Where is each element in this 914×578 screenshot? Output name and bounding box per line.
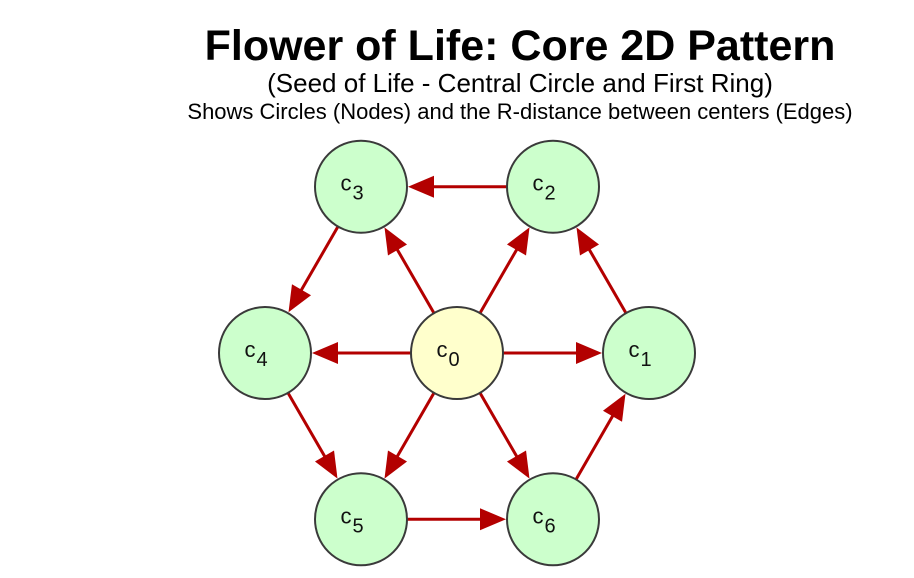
node-label-base: c: [532, 503, 543, 528]
edge-line: [587, 247, 628, 314]
edge-arrowhead: [408, 175, 434, 198]
node-label: c1: [628, 337, 651, 371]
diagram-subtitle: (Seed of Life - Central Circle and First…: [267, 68, 773, 98]
node-circle: [314, 139, 408, 234]
node-label-subscript: 0: [448, 349, 459, 371]
edge-line: [299, 225, 340, 293]
edge-c3-c4: [288, 225, 340, 313]
edge-c0-c1: [503, 342, 602, 364]
edge-c5-c6: [407, 508, 506, 531]
diagram-title: Flower of Life: Core 2D Pattern: [204, 22, 836, 70]
diagram-caption: Shows Circles (Nodes) and the R-distance…: [187, 99, 853, 124]
edge-c0-c4: [312, 342, 411, 364]
node-circle: [506, 472, 600, 567]
node-c6: c6: [506, 472, 600, 567]
edge-arrowhead: [576, 227, 600, 256]
node-c0: c0: [410, 306, 504, 400]
edge-line: [395, 247, 436, 314]
edge-c1-c2: [576, 227, 628, 314]
node-label: c3: [340, 171, 363, 205]
edges-layer: [286, 175, 628, 531]
node-label-subscript: 3: [352, 183, 363, 205]
node-circle: [506, 139, 600, 234]
edge-line: [395, 392, 436, 459]
node-circle: [314, 472, 408, 567]
edge-arrowhead: [480, 508, 506, 531]
edge-c4-c5: [286, 392, 338, 479]
edge-arrowhead: [288, 284, 312, 313]
edge-line: [478, 247, 519, 314]
node-label: c4: [244, 337, 267, 371]
node-label-base: c: [436, 337, 447, 362]
node-circle: [410, 306, 504, 400]
edge-line: [286, 392, 327, 459]
node-circle: [218, 306, 312, 400]
edge-arrowhead: [506, 450, 530, 479]
edge-arrowhead: [384, 227, 408, 256]
edge-c0-c2: [478, 227, 530, 314]
edge-c0-c3: [384, 227, 436, 314]
node-label-base: c: [340, 171, 351, 196]
node-c3: c3: [314, 139, 408, 234]
edge-c2-c3: [408, 175, 507, 198]
edge-arrowhead: [312, 342, 338, 364]
node-label-base: c: [628, 337, 639, 362]
node-label-subscript: 1: [640, 349, 651, 371]
edge-arrowhead: [384, 450, 408, 479]
edge-line: [478, 392, 519, 459]
edge-c0-c5: [384, 392, 436, 479]
edge-c0-c6: [478, 392, 530, 479]
title-block: Flower of Life: Core 2D Pattern (Seed of…: [0, 0, 914, 140]
node-label-base: c: [340, 503, 351, 528]
edge-arrowhead: [602, 393, 626, 422]
edge-line: [574, 413, 615, 481]
node-label: c0: [436, 337, 459, 371]
edge-arrowhead: [314, 450, 338, 479]
edge-arrowhead: [506, 227, 530, 256]
node-label-subscript: 6: [544, 515, 555, 537]
node-label-subscript: 4: [256, 349, 267, 371]
node-circle: [602, 306, 696, 400]
node-c1: c1: [602, 306, 696, 400]
node-label-subscript: 5: [352, 515, 363, 537]
node-label: c6: [532, 503, 555, 537]
node-c4: c4: [218, 306, 312, 400]
node-label: c2: [532, 171, 555, 205]
edge-arrowhead: [576, 342, 602, 364]
node-label-subscript: 2: [544, 183, 555, 205]
edge-c6-c1: [574, 393, 626, 481]
node-label-base: c: [244, 337, 255, 362]
node-label-base: c: [532, 171, 543, 196]
node-label: c5: [340, 503, 363, 537]
node-c2: c2: [506, 139, 600, 234]
node-c5: c5: [314, 472, 408, 567]
